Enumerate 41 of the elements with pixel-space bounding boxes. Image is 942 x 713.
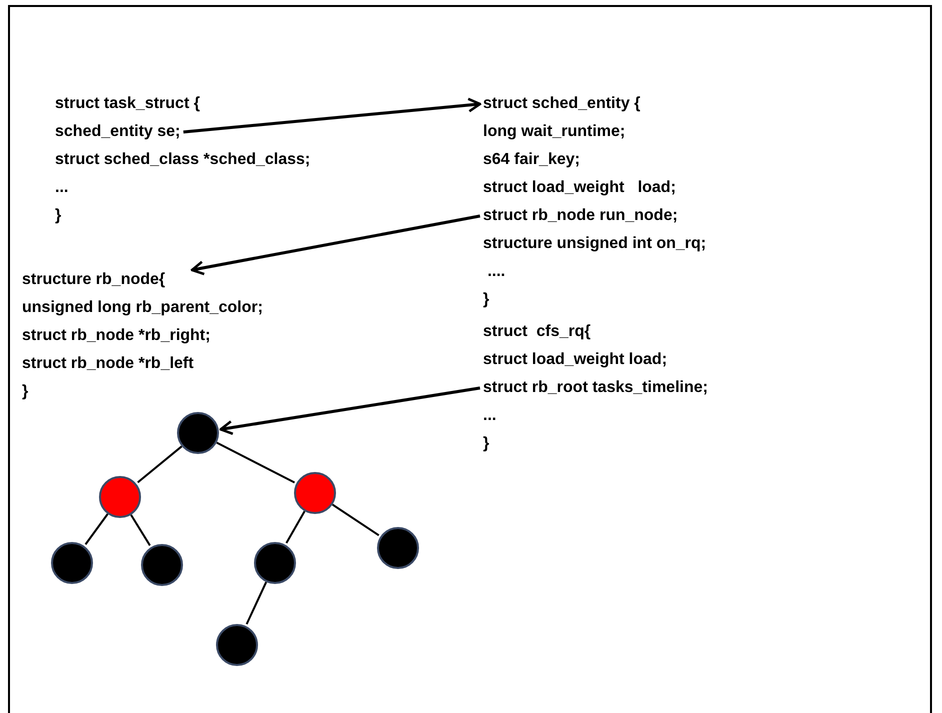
tree-edge (246, 582, 268, 625)
tree-node-circle (51, 542, 93, 584)
code-line: s64 fair_key; (483, 150, 580, 170)
code-line: ... (483, 406, 496, 426)
tree-edge (332, 504, 380, 536)
code-line: struct rb_node run_node; (483, 206, 678, 226)
code-line: ... (55, 178, 68, 198)
tree-edge (216, 442, 295, 484)
tree-edge (130, 514, 151, 546)
tree-node-circle (177, 412, 219, 454)
code-line: } (483, 434, 490, 454)
code-line: structure unsigned int on_rq; (483, 234, 706, 254)
code-line: } (22, 382, 28, 402)
code-line: unsigned long rb_parent_color; (22, 298, 263, 318)
code-line: structure rb_node{ (22, 270, 166, 290)
code-line: struct sched_class *sched_class; (55, 150, 310, 170)
tree-edge (137, 446, 182, 484)
code-line: struct sched_entity { (483, 94, 640, 114)
arrow (219, 386, 480, 436)
code-line: struct load_weight load; (483, 350, 668, 370)
code-line: struct load_weight load; (483, 178, 676, 198)
tree-node-circle (99, 476, 141, 518)
tree-node-circle (216, 624, 258, 666)
arrow (190, 214, 480, 276)
tree-edge (84, 513, 108, 545)
code-line: struct cfs_rq{ (483, 322, 591, 342)
tree-node-circle (377, 527, 419, 569)
code-line: long wait_runtime; (483, 122, 626, 142)
code-line: struct task_struct { (55, 94, 200, 114)
code-line: struct rb_node *rb_left (22, 354, 194, 374)
code-line: .... (486, 262, 506, 282)
code-line: sched_entity se; (55, 122, 180, 142)
tree-node-circle (254, 542, 296, 584)
code-line: } (55, 206, 62, 226)
tree-edge (286, 510, 306, 544)
code-line: struct rb_node *rb_right; (22, 326, 210, 346)
code-line: } (483, 290, 490, 310)
code-line: struct rb_root tasks_timeline; (483, 378, 708, 398)
tree-node-circle (141, 544, 183, 586)
tree-node-circle (294, 472, 336, 514)
arrow (183, 98, 482, 134)
